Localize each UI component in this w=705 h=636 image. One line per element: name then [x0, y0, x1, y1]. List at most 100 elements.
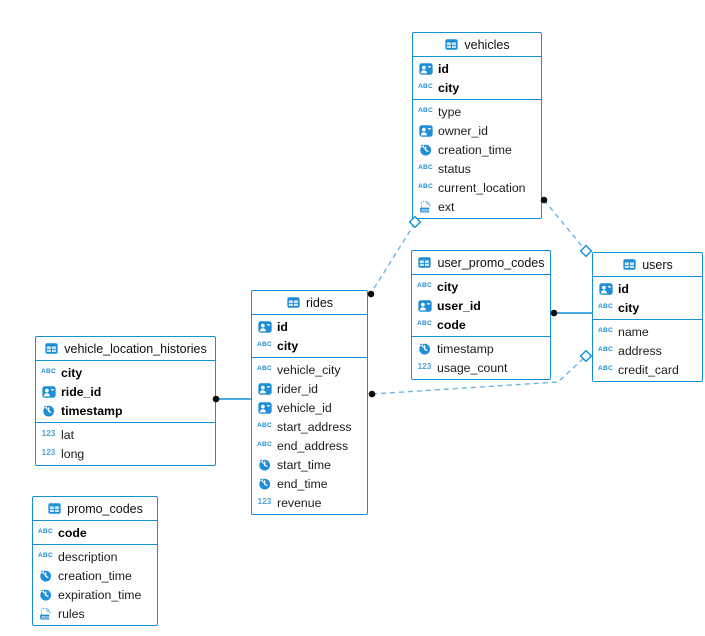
- abc-icon: ABC: [598, 365, 613, 373]
- field-row-ride_id: ride_id: [40, 382, 211, 401]
- table-title: user_promo_codes: [437, 255, 545, 270]
- abc-icon: ABC: [416, 283, 433, 290]
- clock-icon: [417, 143, 434, 156]
- field-label: city: [277, 338, 299, 353]
- abc-icon: ABC: [597, 366, 614, 373]
- field-label: start_address: [277, 419, 352, 434]
- table-icon: [47, 503, 62, 514]
- field-row-type: ABC type: [417, 102, 537, 121]
- field-label: timestamp: [61, 403, 123, 418]
- abc-icon: ABC: [418, 183, 433, 191]
- field-row-user_id: user_id: [416, 296, 546, 315]
- person-badge-icon: [417, 62, 434, 75]
- num-icon: 123: [256, 498, 273, 506]
- field-label: city: [618, 300, 640, 315]
- table-title: rides: [305, 295, 334, 310]
- abc-icon: ABC: [597, 304, 614, 311]
- field-label: end_time: [277, 476, 328, 491]
- svg-text:JSON: JSON: [421, 208, 432, 213]
- clock-icon: [256, 458, 273, 471]
- table-title: promo_codes: [67, 501, 143, 516]
- field-row-start_address: ABC start_address: [256, 417, 363, 436]
- table-header[interactable]: vehicle_location_histories: [36, 337, 215, 361]
- field-row-timestamp: timestamp: [40, 401, 211, 420]
- field-label: address: [618, 343, 662, 358]
- field-label: vehicle_city: [277, 362, 341, 377]
- field-row-code: ABC code: [37, 523, 153, 542]
- key-columns-section: ABC code: [33, 521, 157, 545]
- field-row-city: ABC city: [256, 336, 363, 355]
- table-header[interactable]: rides: [252, 291, 367, 315]
- num-icon: 123: [257, 497, 272, 507]
- field-row-id: id: [417, 59, 537, 78]
- table-header[interactable]: promo_codes: [33, 497, 157, 521]
- table-icon: [417, 257, 432, 268]
- field-label: id: [438, 61, 449, 76]
- field-row-revenue: 123 revenue: [256, 493, 363, 512]
- table-header[interactable]: vehicles: [413, 33, 541, 57]
- field-row-current_location: ABC current_location: [417, 178, 537, 197]
- abc-icon: ABC: [256, 442, 273, 449]
- num-icon: 123: [41, 448, 56, 458]
- num-icon: 123: [40, 430, 57, 438]
- abc-icon: ABC: [37, 553, 54, 560]
- field-label: id: [277, 319, 288, 334]
- field-row-ext: JSON ext: [417, 197, 537, 216]
- abc-icon: ABC: [257, 365, 272, 373]
- abc-icon: ABC: [40, 369, 57, 376]
- field-label: code: [58, 525, 87, 540]
- svg-text:JSON: JSON: [41, 615, 52, 620]
- field-row-expiration_time: expiration_time: [37, 585, 153, 604]
- abc-icon: ABC: [416, 321, 433, 328]
- field-label: creation_time: [438, 142, 512, 157]
- clock-icon: [416, 342, 433, 355]
- field-label: revenue: [277, 495, 322, 510]
- field-label: ext: [438, 199, 455, 214]
- clock-icon: [37, 569, 54, 582]
- clock-icon: [37, 588, 54, 601]
- field-label: city: [437, 279, 459, 294]
- abc-icon: ABC: [256, 423, 273, 430]
- abc-icon: ABC: [418, 107, 433, 115]
- table-title: vehicle_location_histories: [64, 341, 207, 356]
- abc-icon: ABC: [38, 552, 53, 560]
- json-icon: JSON: [37, 607, 54, 620]
- table-header[interactable]: user_promo_codes: [412, 251, 550, 275]
- table-header[interactable]: users: [593, 253, 702, 277]
- num-icon: 123: [417, 362, 432, 372]
- num-icon: 123: [41, 429, 56, 439]
- field-row-creation_time: creation_time: [417, 140, 537, 159]
- field-label: city: [438, 80, 460, 95]
- abc-icon: ABC: [41, 368, 56, 376]
- field-label: expiration_time: [58, 587, 142, 602]
- abc-icon: ABC: [598, 327, 613, 335]
- abc-icon: ABC: [257, 341, 272, 349]
- abc-icon: ABC: [597, 328, 614, 335]
- field-label: current_location: [438, 180, 526, 195]
- field-label: type: [438, 104, 462, 119]
- abc-icon: ABC: [598, 303, 613, 311]
- field-label: owner_id: [438, 123, 488, 138]
- field-label: creation_time: [58, 568, 132, 583]
- abc-icon: ABC: [257, 422, 272, 430]
- abc-icon: ABC: [37, 529, 54, 536]
